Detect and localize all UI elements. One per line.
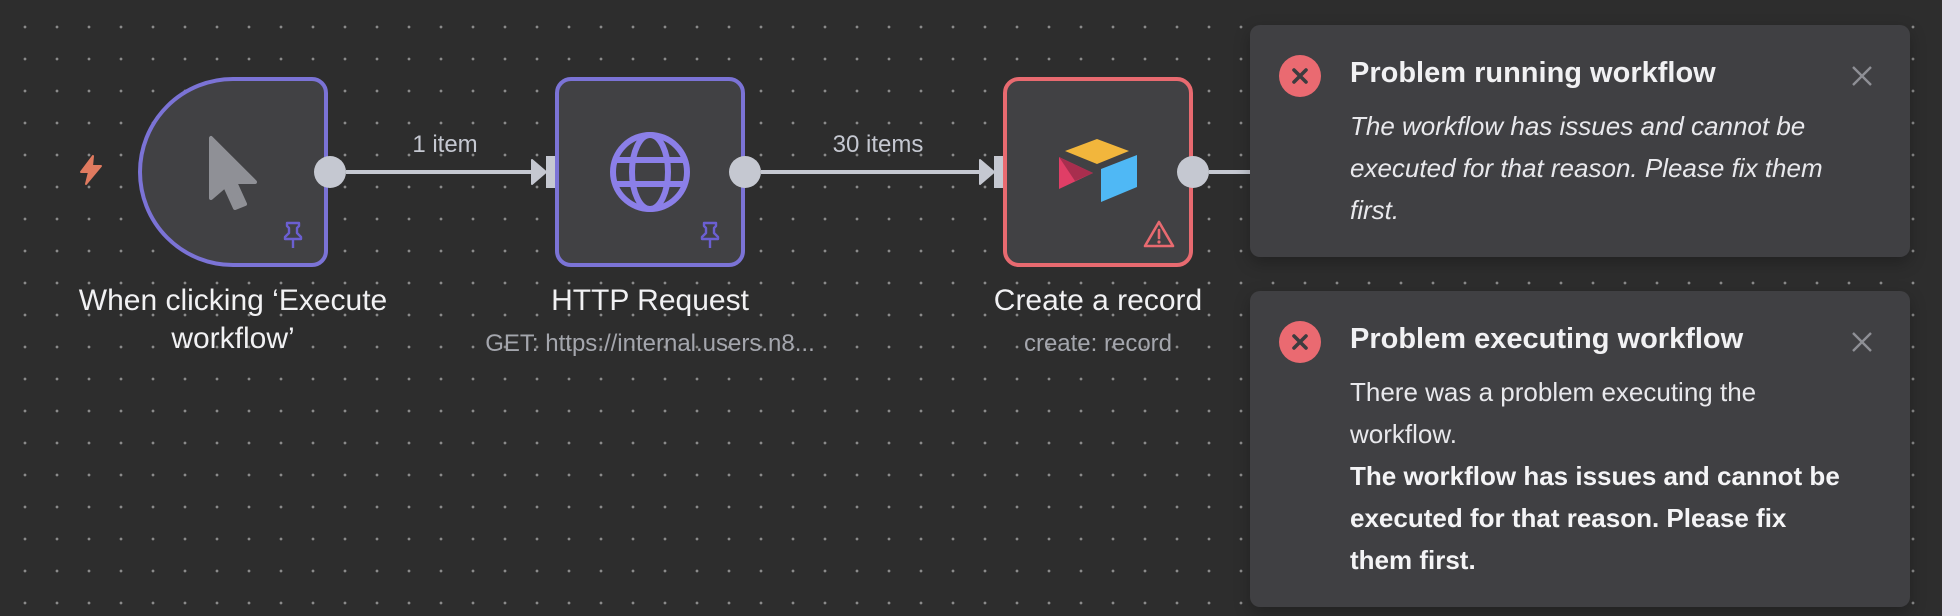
cursor-icon	[209, 136, 257, 210]
connection-arrow-icon	[531, 159, 547, 185]
pin-icon	[700, 221, 720, 248]
output-handle[interactable]	[729, 156, 761, 188]
node-label: When clicking ‘Execute workflow’	[78, 284, 388, 355]
connection-arrow-icon	[979, 159, 995, 185]
node-subtitle: create: record	[1023, 330, 1173, 357]
toast-message-text: There was a problem executing the workfl…	[1350, 377, 1757, 449]
error-circle-icon	[1279, 55, 1321, 97]
connection-label: 1 item	[412, 131, 478, 158]
side-panel-edge	[1942, 0, 1960, 616]
node-trigger[interactable]	[138, 77, 328, 267]
toast-title: Problem running workflow	[1350, 57, 1716, 89]
close-icon[interactable]	[1850, 64, 1874, 88]
output-handle[interactable]	[314, 156, 346, 188]
node-http-request[interactable]	[555, 77, 745, 267]
globe-icon	[610, 132, 690, 212]
toast-message: There was a problem executing the workfl…	[1350, 371, 1840, 581]
node-create-record[interactable]	[1003, 77, 1193, 267]
node-label: Create a record	[993, 284, 1203, 317]
error-circle-icon	[1279, 321, 1321, 363]
warning-icon	[1143, 220, 1175, 248]
node-label: HTTP Request	[551, 284, 749, 317]
close-icon[interactable]	[1850, 330, 1874, 354]
node-subtitle: GET: https://internal.users.n8...	[485, 330, 815, 357]
toast-title: Problem executing workflow	[1350, 323, 1744, 355]
pin-icon	[283, 221, 303, 248]
toast-problem-executing: Problem executing workflow There was a p…	[1250, 291, 1910, 607]
toast-message: The workflow has issues and cannot be ex…	[1350, 111, 1823, 225]
lightning-icon	[80, 155, 102, 185]
output-handle[interactable]	[1177, 156, 1209, 188]
airtable-icon	[1059, 139, 1137, 202]
connection-label: 30 items	[832, 131, 924, 158]
toast-problem-running: Problem running workflow The workflow ha…	[1250, 25, 1910, 257]
toast-message-detail: The workflow has issues and cannot be ex…	[1350, 461, 1840, 575]
